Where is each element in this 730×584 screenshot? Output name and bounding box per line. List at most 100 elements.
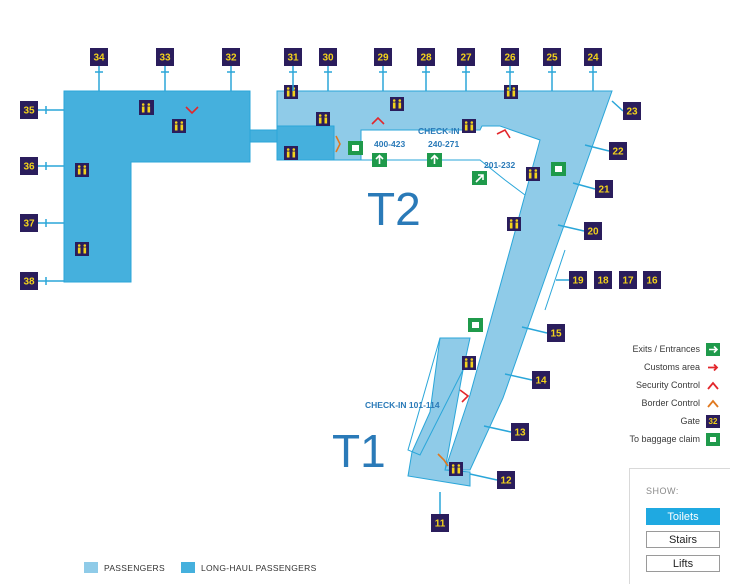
t2-checkin-hall-outline bbox=[361, 159, 526, 196]
terminal-2-label: T2 bbox=[367, 183, 421, 235]
gate-30[interactable]: 30 bbox=[319, 48, 337, 66]
connector-corridor bbox=[249, 129, 279, 143]
legend-label-border: Border Control bbox=[641, 398, 700, 408]
gate-19[interactable]: 19 bbox=[569, 271, 587, 289]
long-haul-label: LONG-HAUL PASSENGERS bbox=[200, 562, 317, 573]
gate-14[interactable]: 14 bbox=[532, 371, 550, 389]
gate-number: 18 bbox=[597, 276, 609, 287]
area-legend: PASSENGERS LONG-HAUL PASSENGERS bbox=[84, 562, 333, 573]
toilets-button[interactable]: Toilets bbox=[646, 508, 720, 525]
gate-number: 19 bbox=[572, 276, 584, 287]
exit-arrow-icon bbox=[706, 342, 720, 356]
gate-21[interactable]: 21 bbox=[595, 180, 613, 198]
gate-33[interactable]: 33 bbox=[156, 48, 174, 66]
legend-label-gate: Gate bbox=[680, 416, 700, 426]
gate-26[interactable]: 26 bbox=[501, 48, 519, 66]
baggage-claim-icon bbox=[551, 162, 566, 176]
gate-number: 17 bbox=[622, 276, 634, 287]
toilet-icon bbox=[526, 167, 540, 181]
gate-29[interactable]: 29 bbox=[374, 48, 392, 66]
legend-row-baggage: To baggage claim bbox=[560, 430, 720, 448]
gate-31[interactable]: 31 bbox=[284, 48, 302, 66]
gate-number: 31 bbox=[287, 53, 299, 64]
gate-18[interactable]: 18 bbox=[594, 271, 612, 289]
gate-number: 38 bbox=[23, 277, 35, 288]
toilet-icon bbox=[462, 119, 476, 133]
customs-area-icon bbox=[496, 128, 511, 139]
long-haul-left-zone bbox=[63, 90, 251, 283]
legend-label-baggage: To baggage claim bbox=[629, 434, 700, 444]
gate-connector bbox=[469, 473, 498, 481]
gate-connector bbox=[504, 373, 533, 381]
gate-connector bbox=[521, 326, 548, 334]
baggage-claim-icon bbox=[706, 432, 720, 446]
gate-connector bbox=[572, 182, 596, 190]
checkin-range-201-232: 201-232 bbox=[484, 160, 515, 170]
t1-checkin-hall-outline bbox=[407, 337, 464, 456]
gate-24[interactable]: 24 bbox=[584, 48, 602, 66]
gate-12[interactable]: 12 bbox=[497, 471, 515, 489]
toilet-icon bbox=[449, 462, 463, 476]
legend-row-border: Border Control bbox=[560, 394, 720, 412]
lifts-button[interactable]: Lifts bbox=[646, 555, 720, 572]
checkin-range-240-271: 240-271 bbox=[428, 139, 459, 149]
gate-16[interactable]: 16 bbox=[643, 271, 661, 289]
gate-number: 21 bbox=[598, 185, 610, 196]
gate-37[interactable]: 37 bbox=[20, 214, 38, 232]
gate-17[interactable]: 17 bbox=[619, 271, 637, 289]
gate-25[interactable]: 25 bbox=[543, 48, 561, 66]
passengers-label: PASSENGERS bbox=[104, 562, 165, 573]
toilet-icons bbox=[75, 85, 540, 476]
toilet-icon bbox=[462, 356, 476, 370]
long-haul-swatch bbox=[180, 562, 195, 573]
gate-13[interactable]: 13 bbox=[511, 423, 529, 441]
gate-38[interactable]: 38 bbox=[20, 272, 38, 290]
passengers-swatch bbox=[84, 562, 98, 573]
gate-22[interactable]: 22 bbox=[609, 142, 627, 160]
border-control-icon bbox=[437, 453, 449, 467]
gate-36[interactable]: 36 bbox=[20, 157, 38, 175]
gate-34[interactable]: 34 bbox=[90, 48, 108, 66]
gate-27[interactable]: 27 bbox=[457, 48, 475, 66]
toilet-icon bbox=[172, 119, 186, 133]
baggage-claim-icon bbox=[348, 141, 363, 155]
gate-connector bbox=[483, 425, 512, 433]
border-control-icon bbox=[335, 135, 341, 153]
stairs-button[interactable]: Stairs bbox=[646, 531, 720, 548]
gate-number: 22 bbox=[612, 147, 624, 158]
gate-number: 24 bbox=[587, 53, 599, 64]
gate-23[interactable]: 23 bbox=[623, 102, 641, 120]
gate-number: 14 bbox=[535, 376, 547, 387]
gate-32[interactable]: 32 bbox=[222, 48, 240, 66]
gate-connector bbox=[557, 224, 585, 232]
gate-number: 33 bbox=[159, 53, 171, 64]
pier-gap-outline bbox=[544, 249, 566, 311]
gate-number: 13 bbox=[514, 428, 526, 439]
gate-number: 25 bbox=[546, 53, 558, 64]
gate-badge-icon: 32 bbox=[706, 414, 720, 428]
legend-gate-sample: 32 bbox=[708, 416, 718, 426]
legend-row-customs: Customs area bbox=[560, 358, 720, 376]
legend-label-customs: Customs area bbox=[643, 362, 700, 372]
baggage-claim-icon bbox=[468, 318, 483, 332]
gate-number: 30 bbox=[322, 53, 334, 64]
customs-icon bbox=[706, 361, 720, 374]
gate-number: 29 bbox=[377, 53, 389, 64]
show-panel: SHOW: Toilets Stairs Lifts bbox=[629, 468, 730, 584]
customs-area-icon bbox=[459, 389, 470, 403]
gate-20[interactable]: 20 bbox=[584, 222, 602, 240]
toilet-icon bbox=[75, 163, 89, 177]
gate-number: 15 bbox=[550, 329, 562, 340]
gate-28[interactable]: 28 bbox=[417, 48, 435, 66]
security-icon bbox=[706, 379, 720, 392]
gate-number: 23 bbox=[626, 107, 638, 118]
toilet-icon bbox=[139, 101, 153, 115]
exit-arrow-icon bbox=[372, 153, 387, 167]
gate-35[interactable]: 35 bbox=[20, 101, 38, 119]
checkin-range-400-423: 400-423 bbox=[374, 139, 405, 149]
gate-number: 16 bbox=[646, 276, 658, 287]
gate-15[interactable]: 15 bbox=[547, 324, 565, 342]
legend-row-exits: Exits / Entrances bbox=[560, 340, 720, 358]
gate-11[interactable]: 11 bbox=[431, 514, 449, 532]
